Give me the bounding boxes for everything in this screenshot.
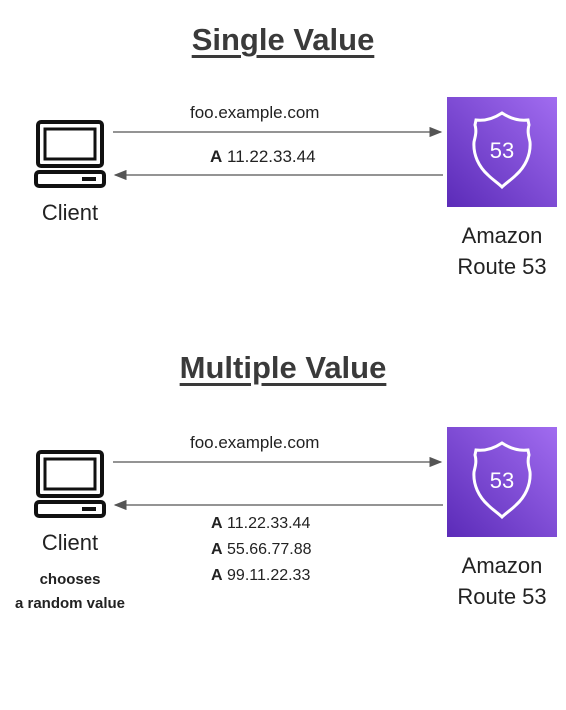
arrows [113, 456, 443, 511]
query-text: foo.example.com [190, 433, 320, 452]
query-text: foo.example.com [190, 103, 320, 122]
record-type: A [211, 541, 223, 558]
single-value-title: Single Value [191, 22, 375, 57]
route53-label: Amazon Route 53 [432, 220, 566, 282]
response-records: A 11.22.33.44 A 55.66.77.88 A 99.11.22.3… [211, 511, 312, 589]
record-value: 11.22.33.44 [227, 515, 311, 532]
route53-icon: 53 [447, 427, 557, 537]
client-note-line1: chooses [39, 571, 101, 588]
single-value-diagram: Client foo.example.com A 11.22.33.44 53 … [0, 90, 566, 380]
multiple-value-diagram: Client chooses a random value foo.exampl… [0, 420, 566, 710]
client-note-line2: a random value [14, 595, 126, 612]
route53-label-line1: Amazon [461, 553, 543, 578]
record-type: A [210, 147, 223, 166]
record-value: 11.22.33.44 [227, 147, 316, 166]
record-type: A [211, 567, 223, 584]
route53-label-line2: Route 53 [457, 584, 547, 609]
record-row: A 55.66.77.88 [211, 537, 312, 563]
arrows [113, 126, 443, 181]
laptop-icon [34, 120, 106, 188]
client-label: Client [41, 530, 99, 555]
client-note: chooses a random value [0, 568, 140, 616]
route53-label-line1: Amazon [461, 223, 543, 248]
record-row: A 99.11.22.33 [211, 563, 312, 589]
laptop-icon [34, 450, 106, 518]
route53-icon: 53 [447, 97, 557, 207]
multiple-value-title: Multiple Value [179, 350, 387, 385]
record-value: 99.11.22.33 [227, 567, 311, 584]
route53-badge-text: 53 [490, 468, 514, 493]
response-text: A 11.22.33.44 [210, 147, 316, 167]
route53-badge-text: 53 [490, 138, 514, 163]
route53-label: Amazon Route 53 [432, 550, 566, 612]
record-type: A [211, 515, 223, 532]
record-row: A 11.22.33.44 [211, 511, 312, 537]
record-value: 55.66.77.88 [227, 541, 312, 558]
route53-label-line2: Route 53 [457, 254, 547, 279]
client-label: Client [41, 200, 99, 225]
